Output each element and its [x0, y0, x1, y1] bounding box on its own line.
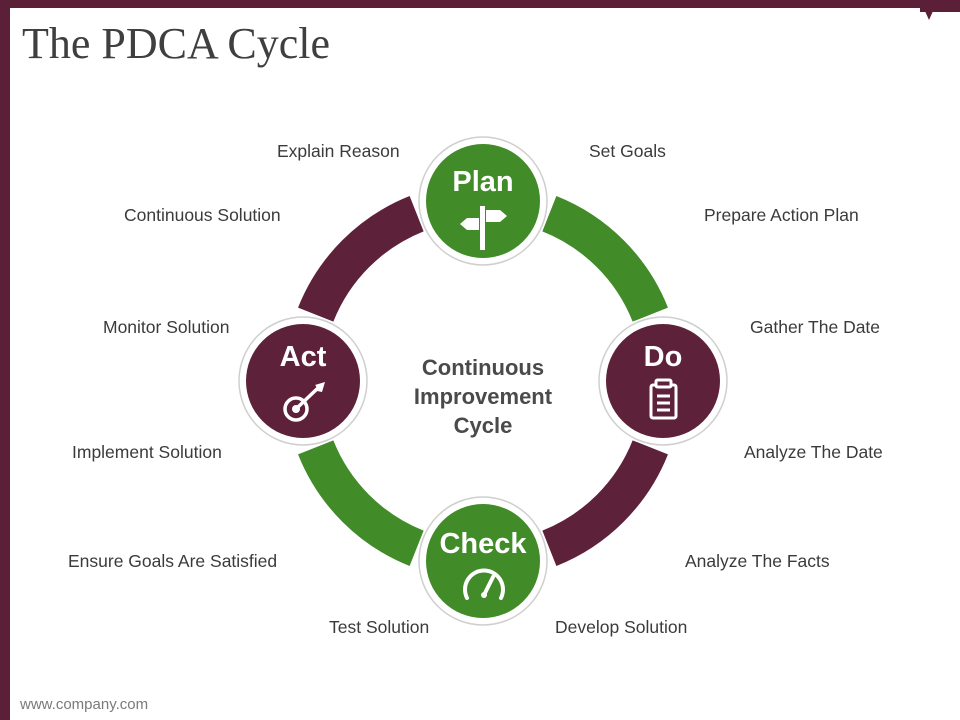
- check-node: [418, 496, 548, 626]
- label-analyze-the-date: Analyze The Date: [744, 442, 883, 462]
- label-gather-the-date: Gather The Date: [750, 317, 881, 337]
- corner-notch: [920, 0, 938, 20]
- label-ensure-goals-are-satisfied: Ensure Goals Are Satisfied: [68, 551, 278, 571]
- arc-plan-to-do: [541, 196, 668, 323]
- gauge-icon: [463, 568, 505, 600]
- label-analyze-the-facts: Analyze The Facts: [685, 551, 830, 571]
- slide-title: The PDCA Cycle: [22, 19, 330, 68]
- arc-act-to-plan: [298, 196, 425, 323]
- label-test-solution: Test Solution: [329, 617, 430, 637]
- center-line-1: Continuous: [421, 355, 545, 380]
- act-node-title: Act: [279, 341, 327, 373]
- center-caption: Continuous Improvement Cycle: [393, 353, 573, 440]
- plan-node: [418, 136, 548, 266]
- act-node: [238, 316, 368, 446]
- arc-check-to-act: [298, 439, 425, 566]
- label-monitor-solution: Monitor Solution: [103, 317, 230, 337]
- footer-url: www.company.com: [20, 696, 149, 713]
- label-set-goals: Set Goals: [589, 141, 666, 161]
- plan-node-title: Plan: [452, 166, 514, 198]
- signpost-icon: [460, 206, 507, 250]
- center-line-3: Cycle: [453, 413, 513, 438]
- top-frame-bar: [0, 0, 960, 8]
- label-explain-reason: Explain Reason: [277, 141, 400, 161]
- arc-do-to-check: [541, 439, 668, 566]
- center-line-2: Improvement: [413, 384, 553, 409]
- left-frame-bar: [0, 0, 10, 720]
- check-node-title: Check: [439, 528, 527, 560]
- target-arrow-icon: [283, 382, 325, 422]
- label-prepare-action-plan: Prepare Action Plan: [704, 205, 859, 225]
- label-continuous-solution: Continuous Solution: [124, 205, 281, 225]
- clipboard-list-icon: [649, 378, 678, 420]
- label-implement-solution: Implement Solution: [72, 442, 222, 462]
- do-node-title: Do: [643, 341, 683, 373]
- label-develop-solution: Develop Solution: [555, 617, 688, 637]
